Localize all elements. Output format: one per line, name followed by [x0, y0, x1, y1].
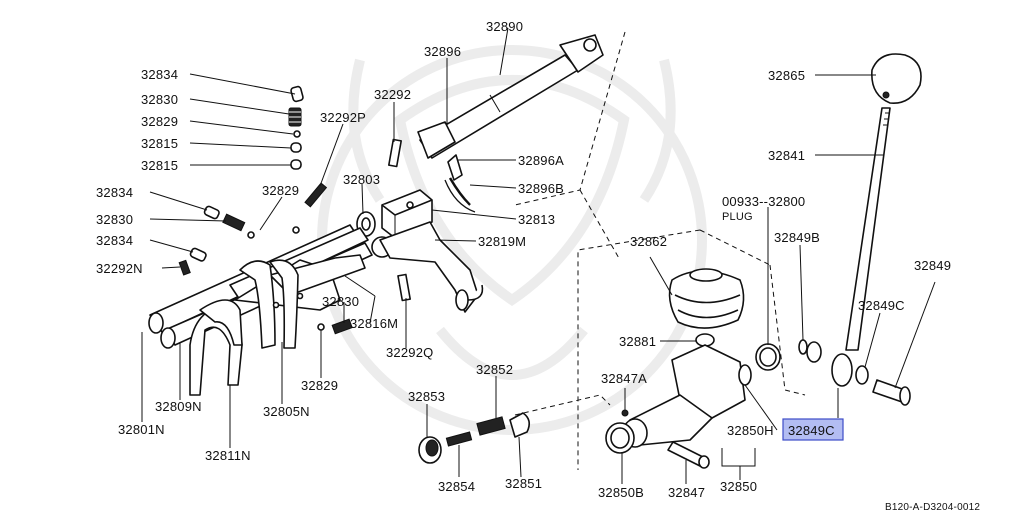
- label-32850B[interactable]: 32850B: [598, 485, 644, 500]
- label-32850[interactable]: 32850: [720, 479, 757, 494]
- highlight-box-32849C[interactable]: [782, 418, 844, 441]
- label-32890[interactable]: 32890: [486, 19, 523, 34]
- label-32841[interactable]: 32841: [768, 148, 805, 163]
- shift-lever-rod-32841: [831, 107, 891, 387]
- label-32829-top[interactable]: 32829: [141, 114, 178, 129]
- label-32834-low[interactable]: 32834: [96, 233, 133, 248]
- label-32851[interactable]: 32851: [505, 476, 542, 491]
- lever-pin-32896A: [444, 154, 476, 213]
- pin-32849: [872, 379, 911, 406]
- shift-lever-32890: [417, 34, 604, 159]
- label-32896B[interactable]: 32896B: [518, 181, 564, 196]
- boot-32862: [668, 268, 745, 329]
- fork-shafts-group: [148, 224, 373, 396]
- label-32815-a[interactable]: 32815: [141, 136, 178, 151]
- pin-32292Q: [397, 273, 411, 302]
- label-32811N[interactable]: 32811N: [205, 448, 251, 463]
- label-32847A[interactable]: 32847A: [601, 371, 647, 386]
- label-32853[interactable]: 32853: [408, 389, 445, 404]
- shift-housing-32850: [605, 333, 752, 454]
- bolt-32847: [667, 441, 710, 469]
- label-32852[interactable]: 32852: [476, 362, 513, 377]
- label-00933-32800[interactable]: 00933--32800: [722, 194, 805, 209]
- label-32829-mid[interactable]: 32829: [262, 183, 299, 198]
- label-32830-mid[interactable]: 32830: [96, 212, 133, 227]
- label-32834-top[interactable]: 32834: [141, 67, 178, 82]
- label-32292[interactable]: 32292: [374, 87, 411, 102]
- label-32809N[interactable]: 32809N: [155, 399, 202, 414]
- label-32847[interactable]: 32847: [668, 485, 705, 500]
- label-32850H[interactable]: 32850H: [727, 423, 774, 438]
- select-spring-stack: [418, 412, 531, 464]
- label-32849[interactable]: 32849: [914, 258, 951, 273]
- label-32896A[interactable]: 32896A: [518, 153, 564, 168]
- shift-knob-32865: [871, 53, 922, 104]
- label-32854[interactable]: 32854: [438, 479, 475, 494]
- diagram-code: B120-A-D3204-0012: [885, 502, 980, 513]
- label-32829-low[interactable]: 32829: [301, 378, 338, 393]
- label-32292N[interactable]: 32292N: [96, 261, 143, 276]
- label-32849B[interactable]: 32849B: [774, 230, 820, 245]
- label-32801N[interactable]: 32801N: [118, 422, 165, 437]
- shift-head-32819M: [371, 221, 484, 313]
- label-32803[interactable]: 32803: [343, 172, 380, 187]
- label-32816M[interactable]: 32816M: [350, 316, 398, 331]
- label-32819M[interactable]: 32819M: [478, 234, 526, 249]
- label-32849C-upper[interactable]: 32849C: [858, 298, 905, 313]
- label-32881[interactable]: 32881: [619, 334, 656, 349]
- leader-lines: [141, 27, 936, 484]
- part-labels: 32890 32896 32834 32830 32829 32815 3281…: [96, 19, 980, 513]
- label-32813[interactable]: 32813: [518, 212, 555, 227]
- label-32862[interactable]: 32862: [630, 234, 667, 249]
- label-32830-low[interactable]: 32830: [322, 294, 359, 309]
- label-32865[interactable]: 32865: [768, 68, 805, 83]
- label-32292P[interactable]: 32292P: [320, 110, 366, 125]
- pins-32292: [304, 138, 402, 208]
- label-32830-top[interactable]: 32830: [141, 92, 178, 107]
- label-32815-b[interactable]: 32815: [141, 158, 178, 173]
- label-32292Q[interactable]: 32292Q: [386, 345, 433, 360]
- label-32849C-highlight[interactable]: 32849C: [788, 423, 835, 438]
- label-plug: PLUG: [722, 211, 753, 223]
- detent-parts-top: [288, 85, 304, 170]
- dashed-guide-lines: [514, 31, 806, 470]
- rings-right: [755, 339, 869, 385]
- label-32834-mid[interactable]: 32834: [96, 185, 133, 200]
- label-32896[interactable]: 32896: [424, 44, 461, 59]
- label-32805N[interactable]: 32805N: [263, 404, 310, 419]
